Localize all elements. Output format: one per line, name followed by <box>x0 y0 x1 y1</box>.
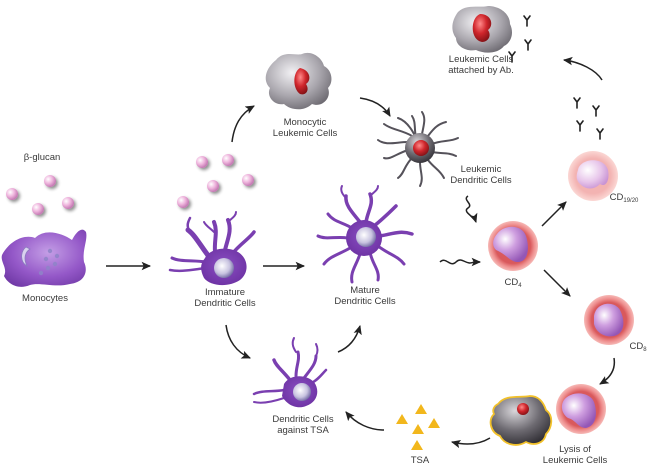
label-immature-dc-line2: Dendritic Cells <box>194 298 256 309</box>
wavy-arrow-mature-dc-to-cd4 <box>439 257 482 267</box>
label-attached-line2: attached by Ab. <box>448 65 514 76</box>
label-lysis-line1: Lysis of <box>559 444 591 455</box>
arrow-tsa-dc-to-mature <box>337 324 362 353</box>
label-attached-line1: Leukemic Cells <box>448 54 514 65</box>
arrow-immature-to-monocytic-leukemic <box>231 105 255 143</box>
monocytic-leukemic-cell <box>265 52 332 110</box>
cytotoxic-t-cell <box>556 384 606 434</box>
label-cd4-sub: 4 <box>518 283 522 289</box>
cd8-t-cell <box>584 295 634 345</box>
immature-dendritic-cell <box>168 211 256 286</box>
monocyte-cell <box>1 229 87 287</box>
arrow-lysis-to-tsa <box>450 437 491 449</box>
label-mature-dc-line1: Mature <box>350 285 380 296</box>
tsa-dendritic-cell <box>252 337 328 408</box>
label-beta-glucan: β-glucan <box>23 152 61 163</box>
label-leukemic-dc-line1: Leukemic <box>460 164 502 175</box>
arrows <box>106 56 616 449</box>
cd19-20-b-cell <box>568 151 618 201</box>
label-monocytic-leukemic-line2: Leukemic Cells <box>272 128 338 139</box>
arrow-tsa-to-tsa-dc <box>345 411 385 431</box>
antibody-attached-leukemic-cell <box>452 6 512 53</box>
label-cd19-20: CD19/20 <box>604 192 644 207</box>
label-dc-tsa-line1: Dendritic Cells <box>272 414 334 425</box>
label-mature-dc-line2: Dendritic Cells <box>334 296 396 307</box>
label-mature-dc: Mature Dendritic Cells <box>320 285 410 307</box>
label-dc-tsa-line2: against TSA <box>277 425 329 436</box>
arrow-cd4-to-cd19-20 <box>541 201 567 227</box>
arrow-cd4-to-cd8 <box>543 269 571 297</box>
label-monocytic-leukemic-line1: Monocytic <box>283 117 327 128</box>
leukemic-dendritic-cell <box>377 111 459 187</box>
label-cd19-20-sub: 19/20 <box>623 198 639 204</box>
arrow-immature-to-tsa-dc <box>225 324 251 359</box>
tsa-antigen-triangles <box>396 404 440 450</box>
label-lysis-line2: Leukemic Cells <box>542 455 608 466</box>
label-lysis: Lysis of Leukemic Cells <box>530 444 620 466</box>
label-dc-against-tsa: Dendritic Cells against TSA <box>258 414 348 436</box>
cd4-t-cell <box>488 221 538 271</box>
label-cd4-base: CD <box>504 277 519 288</box>
antibody-icons <box>508 15 604 140</box>
label-tsa: TSA <box>410 455 430 466</box>
lysed-leukemic-cell <box>489 395 553 446</box>
beta-glucan-beads <box>6 175 74 215</box>
mature-dendritic-cell <box>316 185 414 284</box>
beta-glucan-beads-uptake <box>177 154 254 208</box>
label-attached-by-ab: Leukemic Cells attached by Ab. <box>436 54 526 76</box>
label-cd8-sub: 8 <box>643 347 647 353</box>
label-cd8: CD8 <box>625 341 651 356</box>
arrow-cd8-to-lysis <box>599 357 616 385</box>
wavy-arrow-leukemic-dc-to-cd4 <box>465 195 478 223</box>
arrow-cd19-20-to-attached <box>562 56 603 81</box>
label-leukemic-dc: Leukemic Dendritic Cells <box>436 164 526 186</box>
arrow-monocytic-to-leukemic-dc <box>359 97 391 117</box>
label-cd4: CD4 <box>498 277 528 292</box>
label-leukemic-dc-line2: Dendritic Cells <box>450 175 512 186</box>
label-cd19-20-base: CD <box>609 192 624 203</box>
label-immature-dc: Immature Dendritic Cells <box>180 287 270 309</box>
label-monocytes: Monocytes <box>22 293 68 304</box>
label-monocytic-leukemic: Monocytic Leukemic Cells <box>260 117 350 139</box>
label-immature-dc-line1: Immature <box>204 287 246 298</box>
label-cd8-base: CD <box>629 341 644 352</box>
